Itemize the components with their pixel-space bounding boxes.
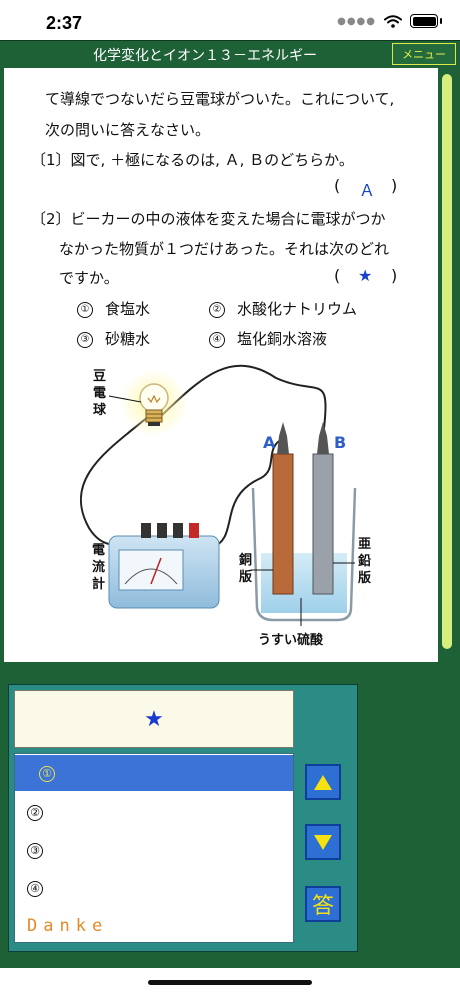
beaker bbox=[251, 487, 357, 622]
copper-label-2: 版 bbox=[239, 569, 252, 585]
zinc-label-3: 版 bbox=[358, 570, 371, 586]
answer-display: ★ bbox=[14, 690, 294, 748]
bulb-label-2: 電 bbox=[93, 386, 106, 401]
down-triangle-icon bbox=[314, 834, 332, 850]
zinc-label-1: 亜 bbox=[358, 537, 371, 552]
question-2-line-3: ですか。 bbox=[59, 269, 119, 287]
q2-paren-open: ( bbox=[334, 266, 341, 285]
bulb-label-1: 豆 bbox=[93, 369, 106, 384]
q1-paren-close: ) bbox=[391, 176, 398, 195]
q2-paren-close: ) bbox=[391, 266, 398, 285]
wire-bulb-to-b bbox=[160, 364, 327, 439]
status-time: 2:37 bbox=[46, 13, 83, 33]
zinc-label-2: 鉛 bbox=[358, 553, 371, 569]
up-triangle-icon bbox=[314, 774, 332, 790]
intro-line-1: て導線でつないだら豆電球がついた。これについて, bbox=[45, 90, 395, 108]
meter-label-2: 流 bbox=[92, 559, 105, 575]
copper-plate bbox=[272, 453, 294, 595]
answer-button-label: 答 bbox=[311, 894, 334, 919]
electrode-b-label: B bbox=[334, 433, 346, 452]
q1-answer: Ａ bbox=[359, 181, 376, 200]
acid-label: うすい硫酸 bbox=[258, 632, 324, 648]
zinc-plate bbox=[312, 453, 334, 595]
menu-button[interactable]: メニュー bbox=[392, 43, 456, 65]
intro-line-2: 次の問いに答えなさい。 bbox=[45, 121, 211, 139]
circuit-diagram: 豆 電 球 電 流 計 A B 銅 版 亜 鉛 版 うすい硫酸 bbox=[79, 364, 371, 648]
q1-paren-open: ( bbox=[334, 176, 341, 195]
option-item-1[interactable]: ① bbox=[15, 755, 293, 791]
down-button[interactable] bbox=[305, 824, 341, 860]
bulb-label-3: 球 bbox=[93, 402, 107, 418]
up-button[interactable] bbox=[305, 764, 341, 800]
battery-icon bbox=[410, 14, 442, 28]
meter-label-1: 電 bbox=[92, 543, 105, 558]
footer-text: Danke bbox=[27, 916, 109, 936]
page-title: 化学変化とイオン１３－エネルギー bbox=[93, 48, 317, 64]
question-1: 〔1〕図で, ＋極になるのは, Ａ, Ｂのどちらか。 bbox=[31, 151, 354, 169]
answer-button[interactable]: 答 bbox=[305, 886, 341, 922]
home-indicator[interactable] bbox=[148, 980, 312, 985]
app-header: 化学変化とイオン１３－エネルギー メニュー bbox=[0, 40, 460, 69]
content-frame bbox=[0, 68, 4, 662]
answer-star: ★ bbox=[144, 706, 164, 732]
question-2-line-1: 〔2〕ビーカーの中の液体を変えた場合に電球がつか bbox=[31, 210, 386, 228]
copper-label-1: 銅 bbox=[239, 552, 252, 568]
meter-label-3: 計 bbox=[92, 576, 105, 592]
scrollbar-thumb[interactable] bbox=[442, 74, 452, 649]
wire-bulb-to-meter bbox=[79, 415, 152, 546]
status-bar: 2:37 ●●●● bbox=[0, 0, 460, 40]
question-content[interactable]: て導線でつないだら豆電球がついた。これについて, 次の問いに答えなさい。 〔1〕… bbox=[0, 68, 439, 662]
light-bulb bbox=[139, 383, 169, 413]
signal-icon: ●●●● bbox=[337, 15, 376, 27]
option-item-2[interactable]: ② bbox=[15, 794, 293, 830]
electrode-a-label: A bbox=[263, 433, 276, 452]
wire-meter-to-a bbox=[210, 437, 285, 549]
q2-answer: ★ bbox=[358, 266, 373, 285]
wifi-icon bbox=[384, 14, 402, 28]
option-list[interactable]: ① ② ③ ④ Danke bbox=[14, 753, 294, 943]
option-item-4[interactable]: ④ bbox=[15, 870, 293, 906]
question-2-line-2: なかった物質が１つだけあった。それは次のどれ bbox=[59, 240, 390, 258]
option-item-3[interactable]: ③ bbox=[15, 832, 293, 868]
status-icons: ●●●● bbox=[337, 14, 442, 28]
